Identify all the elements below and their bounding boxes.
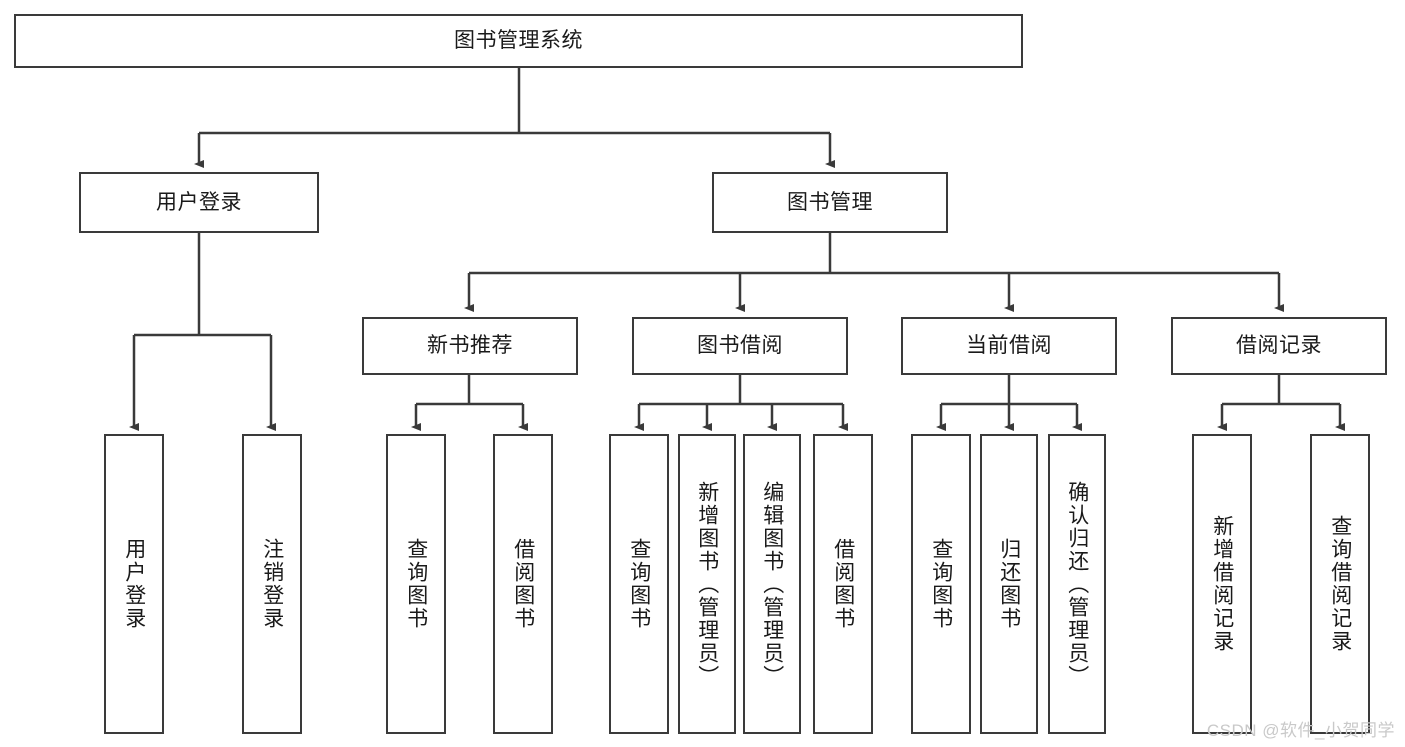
node-leaf-return-book[interactable]: 归还图书 [980,434,1038,734]
node-book-manage-label: 图书管理 [787,190,873,214]
node-leaf-query-book-2[interactable]: 查询图书 [609,434,669,734]
node-leaf-query-book-1-label: 查询图书 [404,538,428,630]
node-leaf-add-record-label: 新增借阅记录 [1210,515,1234,653]
node-leaf-edit-book-label: 编辑图书（管理员） [760,480,784,688]
node-leaf-borrow-book-1[interactable]: 借阅图书 [493,434,553,734]
node-book-manage[interactable]: 图书管理 [712,172,948,233]
node-current-borrow-label: 当前借阅 [966,334,1052,358]
node-root[interactable]: 图书管理系统 [14,14,1023,68]
node-leaf-confirm-return-label: 确认归还（管理员） [1065,480,1089,688]
node-leaf-query-record-label: 查询借阅记录 [1328,515,1352,653]
node-user-login-label: 用户登录 [156,190,242,214]
node-leaf-query-book-3[interactable]: 查询图书 [911,434,971,734]
node-user-login[interactable]: 用户登录 [79,172,319,233]
node-leaf-query-book-2-label: 查询图书 [627,538,651,630]
node-root-label: 图书管理系统 [454,29,583,53]
node-leaf-add-book[interactable]: 新增图书（管理员） [678,434,736,734]
node-leaf-edit-book[interactable]: 编辑图书（管理员） [743,434,801,734]
node-new-book-recommend[interactable]: 新书推荐 [362,317,578,375]
node-leaf-user-login-label: 用户登录 [122,538,146,630]
node-leaf-logout-login[interactable]: 注销登录 [242,434,302,734]
node-leaf-confirm-return[interactable]: 确认归还（管理员） [1048,434,1106,734]
node-leaf-borrow-book-2-label: 借阅图书 [831,538,855,630]
node-borrow-record[interactable]: 借阅记录 [1171,317,1387,375]
node-leaf-add-record[interactable]: 新增借阅记录 [1192,434,1252,734]
node-leaf-query-book-3-label: 查询图书 [929,538,953,630]
node-leaf-borrow-book-2[interactable]: 借阅图书 [813,434,873,734]
node-book-borrow[interactable]: 图书借阅 [632,317,848,375]
watermark: CSDN @软件_小贺同学 [1206,721,1395,740]
node-leaf-query-record[interactable]: 查询借阅记录 [1310,434,1370,734]
node-leaf-borrow-book-1-label: 借阅图书 [511,538,535,630]
node-leaf-logout-login-label: 注销登录 [260,538,284,630]
node-current-borrow[interactable]: 当前借阅 [901,317,1117,375]
node-leaf-add-book-label: 新增图书（管理员） [695,480,719,688]
node-book-borrow-label: 图书借阅 [697,334,783,358]
node-new-book-recommend-label: 新书推荐 [427,334,513,358]
node-leaf-return-book-label: 归还图书 [997,538,1021,630]
node-leaf-query-book-1[interactable]: 查询图书 [386,434,446,734]
node-borrow-record-label: 借阅记录 [1236,334,1322,358]
node-leaf-user-login[interactable]: 用户登录 [104,434,164,734]
